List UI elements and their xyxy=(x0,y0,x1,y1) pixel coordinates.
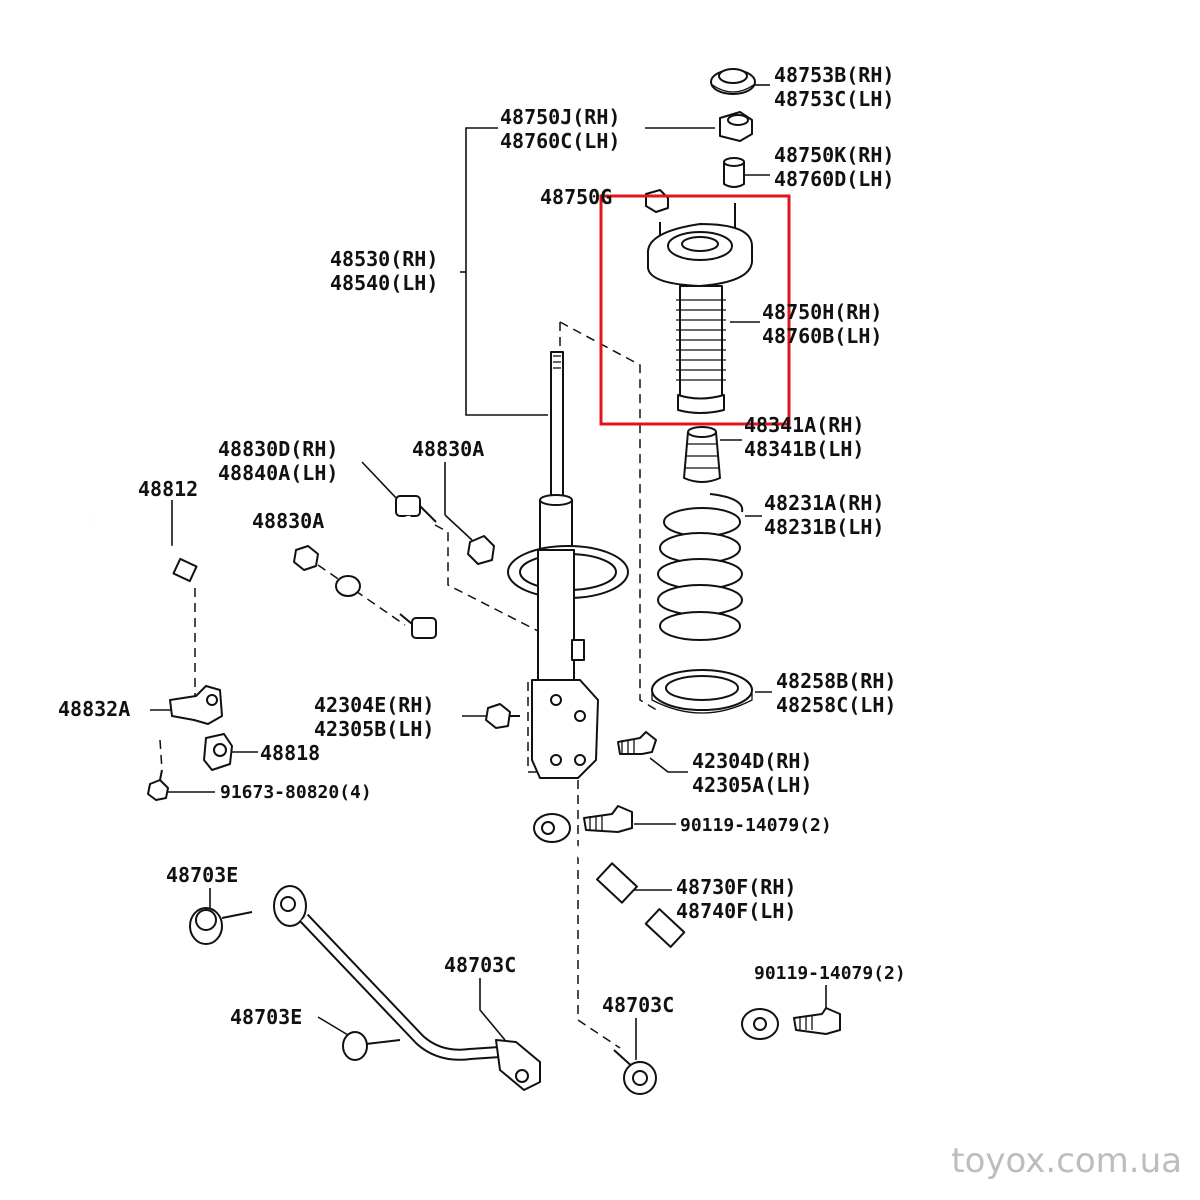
lateral-arm-part xyxy=(533,813,779,1040)
cam-bolt-part xyxy=(613,1049,657,1095)
bracket-bolt-part xyxy=(147,769,169,801)
label-48341-rh: 48341A(RH) xyxy=(744,413,864,437)
strut-rod-part xyxy=(273,885,541,1091)
highlight-box xyxy=(599,194,791,426)
arm-bolt-top-part xyxy=(583,805,633,833)
label-48750k-rh: 48750K(RH) xyxy=(774,143,894,167)
label-42304e-lh: 42305B(LH) xyxy=(314,717,434,741)
small-nut-part xyxy=(645,189,669,213)
strut-nut-part xyxy=(485,703,520,729)
label-48750g: 48750G xyxy=(540,185,612,209)
label-48530-rh: 48530(RH) xyxy=(330,247,438,271)
label-48750h-lh: 48760B(LH) xyxy=(762,324,882,348)
label-48812: 48812 xyxy=(138,477,198,501)
stabilizer-bushing-part xyxy=(203,733,233,771)
label-48830a-left: 48830A xyxy=(252,509,324,533)
label-48750h-rh: 48750H(RH) xyxy=(762,300,882,324)
label-48830a-top: 48830A xyxy=(412,437,484,461)
dust-cap-part xyxy=(710,68,756,95)
stabilizer-nut-part xyxy=(293,545,319,571)
spring-insulator-part xyxy=(651,669,753,714)
arm-bolt-bottom-part xyxy=(793,1007,841,1035)
bushing-part xyxy=(723,157,745,188)
label-48832a: 48832A xyxy=(58,697,130,721)
stabilizer-link-nut-part xyxy=(467,535,495,565)
label-48750k-lh: 48760D(LH) xyxy=(774,167,894,191)
label-48750j-lh: 48760C(LH) xyxy=(500,129,620,153)
watermark: toyox.com.ua xyxy=(951,1141,1182,1181)
strut-mount-part xyxy=(646,203,753,414)
label-48730f-lh: 48740F(LH) xyxy=(676,899,796,923)
label-48703c-mid: 48703C xyxy=(444,953,516,977)
label-42304d-rh: 42304D(RH) xyxy=(692,749,812,773)
shock-absorber-part xyxy=(507,351,629,779)
stabilizer-bracket-part xyxy=(169,685,223,725)
label-91673: 91673-80820(4) xyxy=(220,782,372,803)
strut-bolt-part xyxy=(617,731,657,755)
camber-bolt-bottom-part xyxy=(342,1031,401,1061)
label-90119-b: 90119-14079(2) xyxy=(754,963,906,984)
label-48341-lh: 48341B(LH) xyxy=(744,437,864,461)
label-48703e-top: 48703E xyxy=(166,863,238,887)
label-48818: 48818 xyxy=(260,741,320,765)
label-48231-lh: 48231B(LH) xyxy=(764,515,884,539)
label-48258-lh: 48258C(LH) xyxy=(776,693,896,717)
bump-stop-part xyxy=(683,426,721,483)
label-48830d-rh: 48830D(RH) xyxy=(218,437,338,461)
camber-bolt-top-part xyxy=(189,907,253,945)
label-48231-rh: 48231A(RH) xyxy=(764,491,884,515)
label-48753-rh: 48753B(RH) xyxy=(774,63,894,87)
label-48258-rh: 48258B(RH) xyxy=(776,669,896,693)
stabilizer-link-part xyxy=(395,495,437,639)
part-labels: 48753B(RH) 48753C(LH) 48750J(RH) 48760C(… xyxy=(58,63,906,1029)
label-48530-lh: 48540(LH) xyxy=(330,271,438,295)
label-42304d-lh: 42305A(LH) xyxy=(692,773,812,797)
label-48750j-rh: 48750J(RH) xyxy=(500,105,620,129)
label-48753-lh: 48753C(LH) xyxy=(774,87,894,111)
stabilizer-bar-part xyxy=(90,516,361,680)
label-48730f-rh: 48730F(RH) xyxy=(676,875,796,899)
label-48703e-bot: 48703E xyxy=(230,1005,302,1029)
label-90119-a: 90119-14079(2) xyxy=(680,815,832,836)
coil-spring-part xyxy=(657,493,744,641)
nut-part xyxy=(719,111,753,142)
label-48830d-lh: 48840A(LH) xyxy=(218,461,338,485)
label-48703c-bot: 48703C xyxy=(602,993,674,1017)
label-42304e-rh: 42304E(RH) xyxy=(314,693,434,717)
